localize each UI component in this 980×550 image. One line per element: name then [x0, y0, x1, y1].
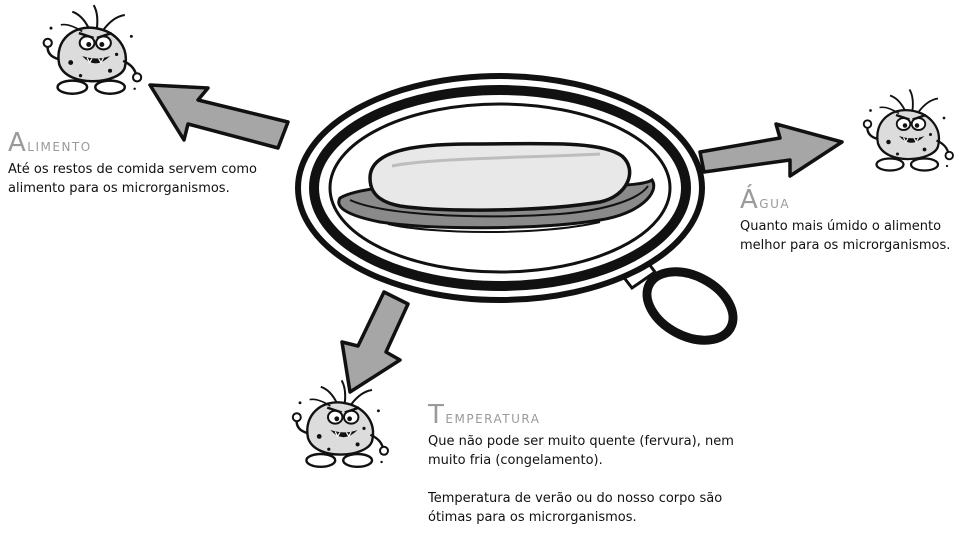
text-temperatura-2: Temperatura de verão ou do nosso corpo s…	[428, 491, 723, 525]
text-alimento: Até os restos de comida servem como alim…	[8, 162, 257, 196]
text-temperatura-1: Que não pode ser muito quente (fervura),…	[428, 434, 734, 468]
heading-agua: Água	[740, 185, 791, 215]
text-agua: Quanto mais úmido o alimento melhor para…	[740, 219, 951, 253]
heading-temperatura: Temperatura	[428, 400, 541, 430]
bread-on-plate-illustration	[337, 141, 656, 233]
germ-character-icon	[291, 379, 390, 469]
germ-character-icon	[42, 3, 143, 95]
arrow-to-temperatura	[340, 290, 410, 394]
arrow-to-alimento	[148, 83, 290, 150]
heading-alimento: Alimento	[8, 128, 92, 158]
germ-character-icon	[862, 88, 955, 172]
arrow-to-agua	[698, 122, 844, 178]
